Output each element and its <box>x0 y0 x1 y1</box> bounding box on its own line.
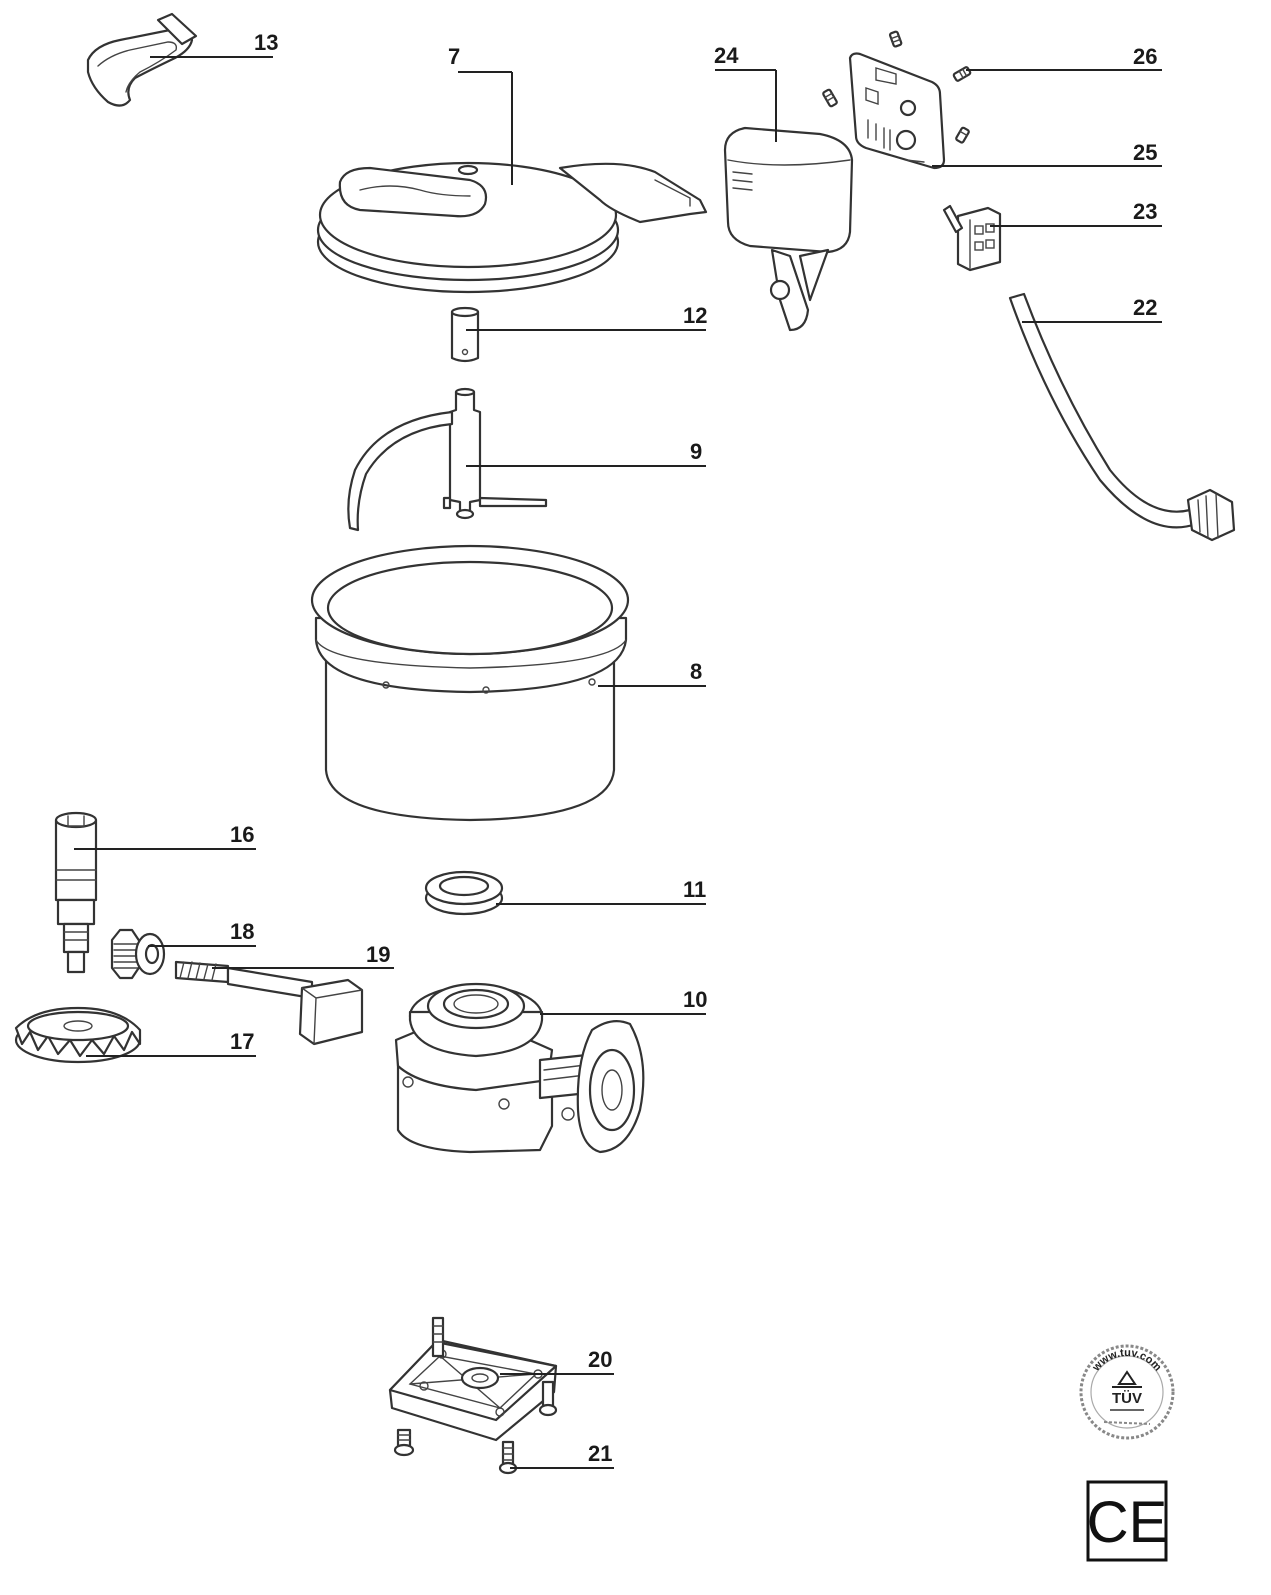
part-25-mounting-plate <box>848 52 946 170</box>
part-17-crown-gear <box>14 1006 142 1064</box>
label-19: 19 <box>366 942 390 967</box>
ce-mark: CE <box>1086 1480 1168 1562</box>
part-18-small-gear <box>110 928 166 980</box>
part-7-bowl-lid <box>316 161 708 294</box>
tuv-name-text: TÜV <box>1112 1390 1142 1407</box>
label-10: 10 <box>683 987 707 1012</box>
part-22-power-cable <box>1008 292 1236 542</box>
label-17: 17 <box>230 1029 254 1054</box>
ce-text: CE <box>1087 1490 1168 1555</box>
tuv-triangle-icon <box>1117 1370 1137 1385</box>
label-7: 7 <box>448 44 460 69</box>
part-20-base-plate <box>388 1316 558 1442</box>
label-22: 22 <box>1133 295 1157 320</box>
part-24-switch-box <box>723 126 854 332</box>
label-18: 18 <box>230 919 254 944</box>
part-26-screws <box>822 30 972 144</box>
label-23: 23 <box>1133 199 1157 224</box>
label-12: 12 <box>683 303 707 328</box>
part-16-drive-shaft <box>54 811 98 974</box>
label-9: 9 <box>690 439 702 464</box>
part-8-mixing-bowl <box>310 544 630 822</box>
label-24: 24 <box>714 43 739 68</box>
part-13-lid-handle <box>86 12 198 107</box>
part-10-gearbox-housing <box>394 982 645 1154</box>
label-8: 8 <box>690 659 702 684</box>
label-26: 26 <box>1133 44 1157 69</box>
label-13: 13 <box>254 30 278 55</box>
label-11: 11 <box>683 877 706 902</box>
label-21: 21 <box>588 1441 612 1466</box>
part-9-dough-hook <box>347 387 548 532</box>
part-11-seal-ring <box>424 870 504 916</box>
part-23-micro-switch <box>942 204 1002 272</box>
label-25: 25 <box>1133 140 1157 165</box>
part-12-coupling-sleeve <box>450 306 480 363</box>
part-19-worm-shaft <box>174 960 364 1046</box>
tuv-certification-seal: www.tuv.com TÜV <box>1079 1344 1175 1440</box>
label-20: 20 <box>588 1347 612 1372</box>
label-16: 16 <box>230 822 254 847</box>
